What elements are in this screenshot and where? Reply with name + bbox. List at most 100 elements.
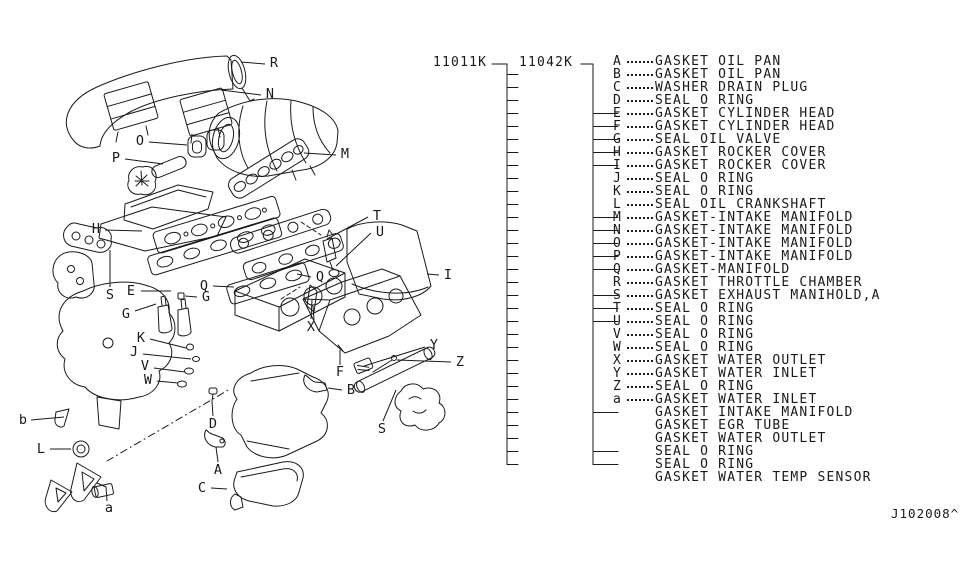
row-leader-dots xyxy=(627,398,653,401)
callout-leader-line xyxy=(148,141,188,146)
callout-leader-line xyxy=(142,353,192,360)
row-leader-dots xyxy=(627,177,653,180)
row-leader-dots xyxy=(627,333,653,336)
oil-pan-part xyxy=(230,461,304,511)
row-description: GASKET WATER INLET xyxy=(655,392,818,407)
row-leader-dots xyxy=(627,138,653,141)
row-letter: I xyxy=(613,158,623,173)
callout-leader-line xyxy=(104,229,143,232)
row-leader-dots xyxy=(627,151,653,154)
callout-letter-U: U xyxy=(376,224,384,240)
row-letter: X xyxy=(613,353,623,368)
callout-letter-F: F xyxy=(336,364,344,380)
row-letter: T xyxy=(613,301,623,316)
row-description: SEAL O RING xyxy=(655,327,755,342)
row-leader-dots xyxy=(627,216,653,219)
row-description: GASKET WATER TEMP SENSOR xyxy=(655,470,872,485)
callout-letter-D: D xyxy=(209,416,217,432)
row-letter: a xyxy=(613,392,623,407)
parts-list-row: GASKET EGR TUBE xyxy=(613,419,881,432)
row-leader-dots xyxy=(627,86,653,89)
parts-list-row: SEAL O RING xyxy=(613,458,881,471)
row-leader-dots xyxy=(627,60,653,63)
row-description: SEAL O RING xyxy=(655,184,755,199)
callout-leader-line xyxy=(296,273,312,278)
row-description: GASKET THROTTLE CHAMBER xyxy=(655,275,863,290)
callout-letter-B: B xyxy=(347,382,355,398)
callout-letter-S: S xyxy=(106,287,114,303)
parts-list-row: X GASKET WATER OUTLET xyxy=(613,354,881,367)
row-description: GASKET WATER OUTLET xyxy=(655,353,827,368)
row-letter: N xyxy=(613,223,623,238)
callout-leader-line xyxy=(396,359,452,363)
intake-gasket-strip xyxy=(226,262,310,305)
centerline xyxy=(106,388,231,462)
callout-leader-line xyxy=(96,482,108,502)
row-leader-dots xyxy=(627,307,653,310)
callout-leader-line xyxy=(310,299,313,320)
row-leader-dots xyxy=(627,385,653,388)
water-inlet-gasket xyxy=(353,355,397,374)
cylinder-head-right xyxy=(302,268,422,354)
intake-gasket-grid-2 xyxy=(179,87,233,144)
collector-gaskets xyxy=(187,129,225,158)
bolt-part xyxy=(306,284,318,321)
row-description: SEAL O RING xyxy=(655,379,755,394)
callout-letter-A: A xyxy=(214,462,222,478)
row-description: GASKET OIL PAN xyxy=(655,54,782,69)
callout-letter-R: R xyxy=(270,55,279,71)
callout-letter-K: K xyxy=(137,330,146,346)
row-letter: V xyxy=(613,327,623,342)
intake-gasket-strip-right xyxy=(242,233,344,281)
kit-number-11011k: 11011K xyxy=(433,55,488,70)
row-description: GASKET INTAKE MANIFOLD xyxy=(655,405,854,420)
parts-list-row: GASKET WATER TEMP SENSOR xyxy=(613,471,881,484)
row-letter: O xyxy=(613,236,623,251)
row-description: WASHER DRAIN PLUG xyxy=(655,80,809,95)
intake-gasket-grid-1 xyxy=(103,81,159,143)
row-description: GASKET WATER INLET xyxy=(655,366,818,381)
parts-list-row: GASKET WATER OUTLET xyxy=(613,432,881,445)
cylinder-head-center xyxy=(234,258,346,332)
row-letter: C xyxy=(613,80,623,95)
row-description: SEAL OIL VALVE xyxy=(655,132,782,147)
oil-pan-gasket xyxy=(231,365,329,459)
row-description: GASKET ROCKER COVER xyxy=(655,158,827,173)
callout-letter-L: L xyxy=(37,441,45,457)
row-leader-dots xyxy=(627,190,653,193)
figure-code: J102008^ xyxy=(891,506,960,521)
callout-letter-E: E xyxy=(127,283,135,299)
row-description: GASKET-MANIFOLD xyxy=(655,262,791,277)
parts-list-row: C WASHER DRAIN PLUG xyxy=(613,81,881,94)
callout-leader-line xyxy=(326,216,369,240)
callout-leader-line xyxy=(156,380,179,384)
callout-leader-line xyxy=(327,387,343,391)
head-gasket-rear xyxy=(152,195,281,254)
clip-part xyxy=(54,408,70,428)
row-description: GASKET WATER OUTLET xyxy=(655,431,827,446)
rocker-cover-left xyxy=(98,184,227,252)
callout-leader-line xyxy=(426,273,440,276)
callout-leader-line xyxy=(211,400,214,417)
row-leader-dots xyxy=(627,229,653,232)
row-leader-dots xyxy=(627,99,653,102)
row-description: SEAL OIL CRANKSHAFT xyxy=(655,197,827,212)
row-letter: L xyxy=(613,197,623,212)
callout-leader-line xyxy=(149,338,187,349)
air-duct-part xyxy=(65,55,234,149)
row-leader-dots xyxy=(627,125,653,128)
callout-leader-line xyxy=(30,416,65,421)
pan-gasket-small xyxy=(204,429,226,448)
parts-list-row: SEAL O RING xyxy=(613,445,881,458)
exhaust-gasket-right xyxy=(394,383,446,431)
callout-letter-X: X xyxy=(307,319,315,335)
callout-leader-line xyxy=(363,346,426,367)
